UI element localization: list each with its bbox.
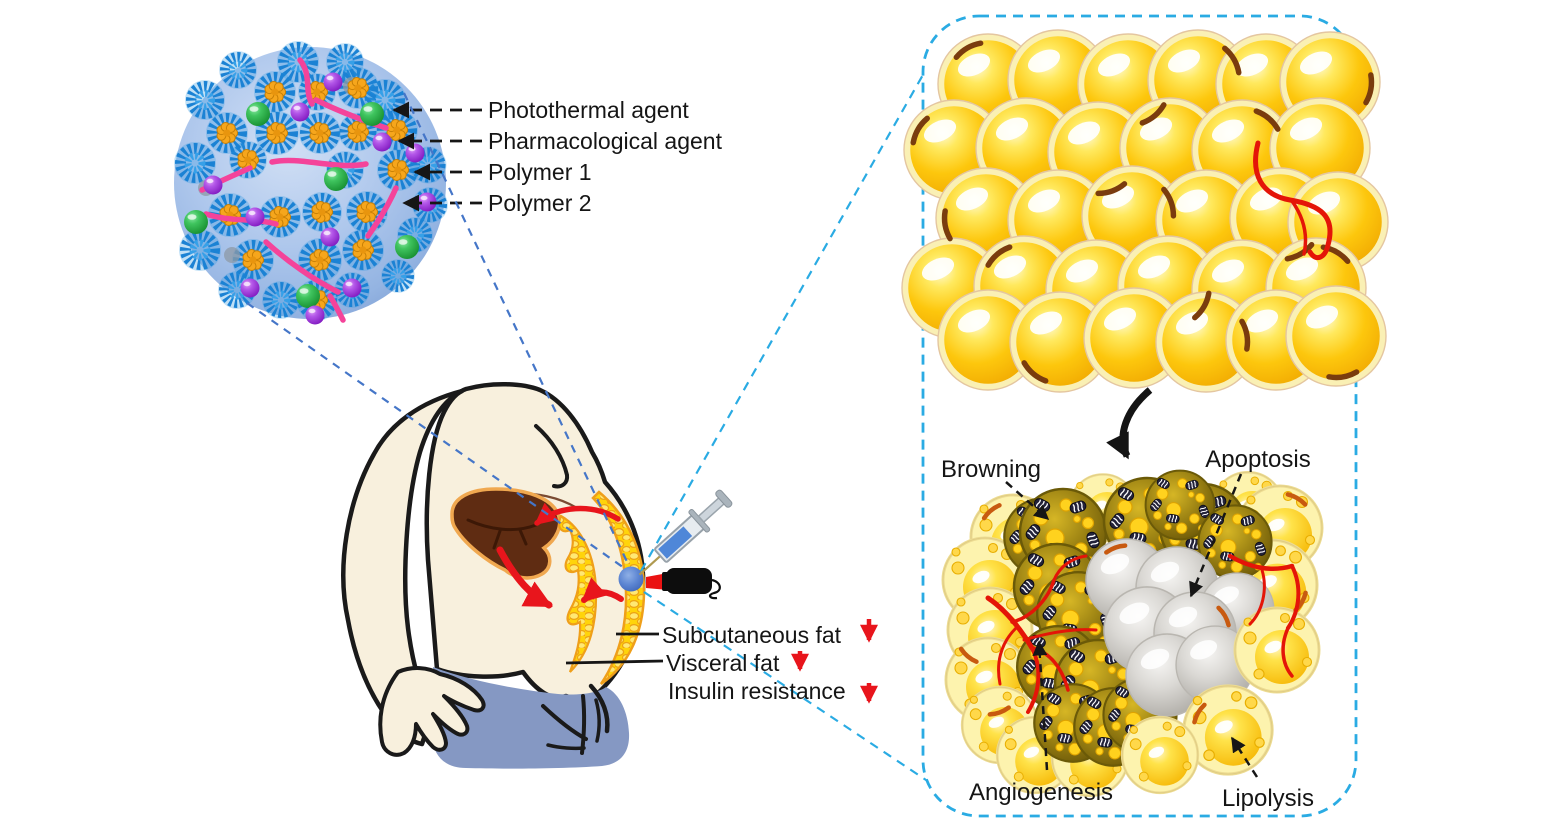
syringe-icon <box>638 489 733 576</box>
panel-labels: Browning Apoptosis Angiogenesis Lipolysi… <box>941 446 1314 812</box>
adipose-panel: Browning Apoptosis Angiogenesis Lipolysi… <box>902 14 1388 818</box>
legend-label-photothermal: Photothermal agent <box>488 97 689 123</box>
apoptosis-arrow <box>1189 473 1243 598</box>
polymer2-strands <box>199 57 399 323</box>
liver <box>450 487 562 580</box>
magnifier-cone-left <box>246 92 631 571</box>
label-subcutaneous-fat: Subcutaneous fat <box>662 622 842 648</box>
laser-pointer-icon <box>646 568 721 600</box>
angiogenesis-arrow <box>1032 640 1049 771</box>
nanoparticle-legend: Photothermal agent Pharmacological agent… <box>392 97 723 216</box>
lipolysis-arrow <box>1230 736 1259 778</box>
neck-fold-line <box>534 424 570 489</box>
label-lipolysis: Lipolysis <box>1222 785 1314 812</box>
jeans <box>432 667 630 769</box>
transition-arrow-icon <box>1106 387 1153 460</box>
nanoparticle-illustration <box>174 41 448 325</box>
injection-site-dot <box>618 566 644 592</box>
treated-adipose-tissue <box>941 471 1324 798</box>
browning-arrow <box>1005 481 1050 520</box>
patient-body-illustration <box>341 381 646 769</box>
distribution-arrows <box>496 502 624 609</box>
right-vessel <box>1227 553 1301 678</box>
magnifier-cone-right <box>640 28 951 797</box>
legend-label-pharmacological: Pharmacological agent <box>488 128 723 154</box>
visceral-pointer-line <box>565 659 664 665</box>
legend-label-polymer2: Polymer 2 <box>488 190 592 216</box>
label-apoptosis: Apoptosis <box>1205 446 1310 473</box>
label-angiogenesis: Angiogenesis <box>969 779 1113 806</box>
healthy-adipocytes <box>902 30 1388 392</box>
legend-label-polymer1: Polymer 1 <box>488 159 592 185</box>
label-visceral-fat: Visceral fat <box>666 650 780 676</box>
body-annotations: Subcutaneous fat Visceral fat Insulin re… <box>565 619 878 704</box>
jeans-seams <box>541 683 610 755</box>
hand <box>378 666 486 757</box>
blood-vessel <box>1253 140 1333 261</box>
label-insulin-resistance: Insulin resistance <box>668 678 846 704</box>
subcutaneous-fat-layer <box>591 490 646 686</box>
label-browning: Browning <box>941 456 1041 483</box>
